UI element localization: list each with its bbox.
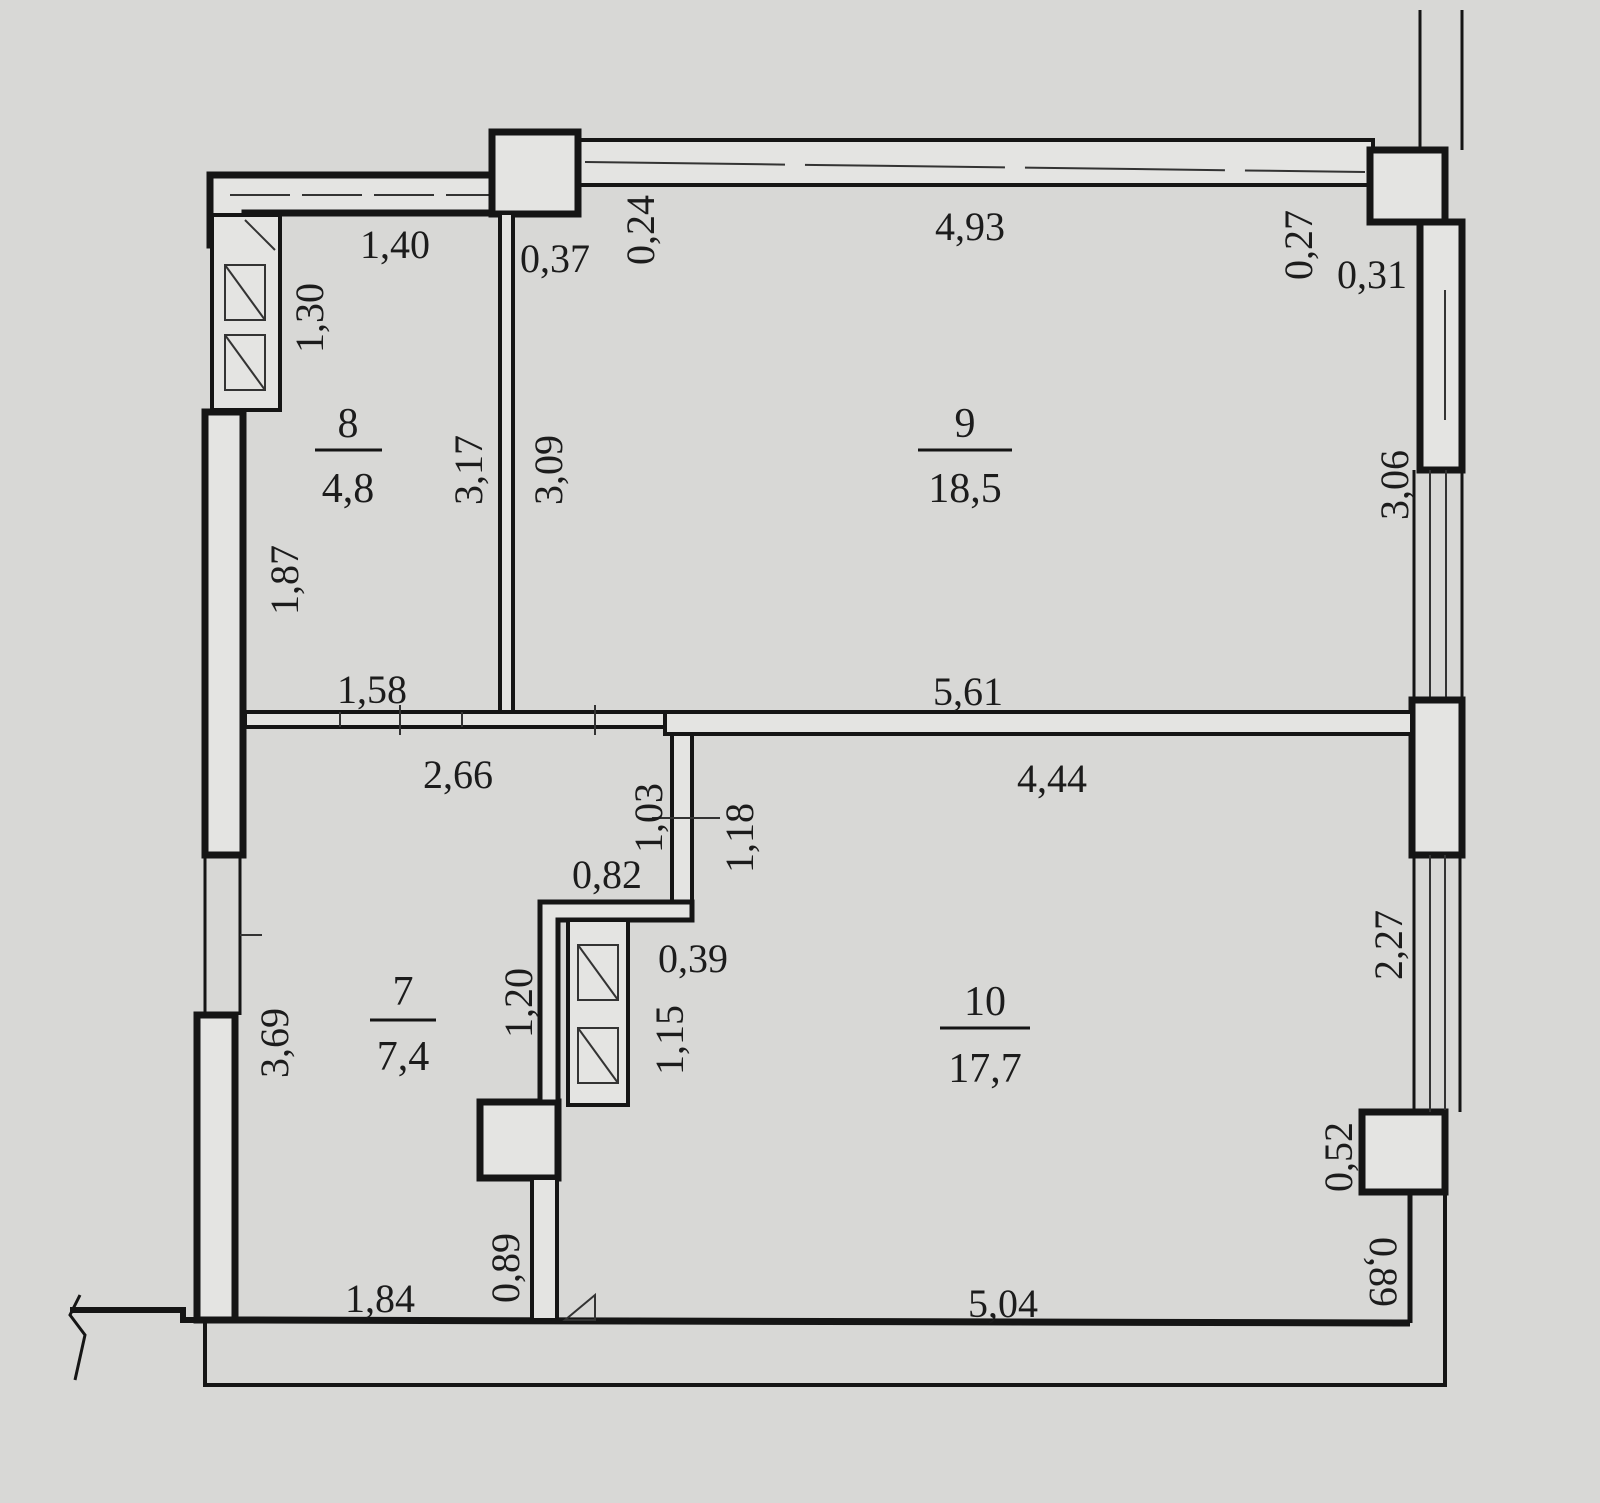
dim-label: 0,27 (1276, 210, 1321, 280)
room-8: 8 4,8 (315, 401, 382, 512)
dim-label: 1,84 (345, 1276, 415, 1321)
column-bottom-right (1358, 1108, 1449, 1196)
dim-label: 0,52 (1316, 1122, 1361, 1192)
dim-label: 1,03 (626, 783, 671, 853)
room-labels: 8 4,8 9 18,5 7 7,4 10 17,7 (315, 401, 1030, 1092)
window-left (203, 855, 262, 1015)
dim-label: 0,39 (658, 936, 728, 981)
break-line (68, 1294, 87, 1381)
dim-label: 1,87 (262, 545, 307, 615)
wall-inner-bottom (236, 1316, 1411, 1327)
wall-top (576, 138, 1375, 187)
room-7: 7 7,4 (370, 969, 436, 1080)
dim-label: 4,44 (1017, 756, 1087, 801)
room-number: 10 (964, 979, 1006, 1025)
dim-label: 1,18 (717, 803, 762, 873)
window-right-lower (1412, 855, 1462, 1112)
room-10: 10 17,7 (940, 979, 1030, 1092)
walls (68, 10, 1466, 1387)
window-right-upper (1412, 470, 1464, 700)
room-number: 9 (955, 401, 976, 447)
partition-8-9 (498, 211, 515, 715)
dim-label: 2,66 (423, 752, 493, 797)
dim-label: 0,89 (1361, 1237, 1406, 1307)
dim-label: 5,61 (933, 669, 1003, 714)
wall-right-middle (1408, 696, 1466, 859)
vent-duct-icons (224, 219, 276, 391)
column-top-left (488, 128, 582, 218)
room-number: 7 (393, 969, 414, 1015)
dimension-labels: 1,40 0,37 0,24 4,93 0,27 0,31 1,30 3,17 … (252, 195, 1417, 1326)
dim-label: 0,82 (572, 852, 642, 897)
room-9: 9 18,5 (918, 401, 1012, 512)
wall-left-lower (193, 1011, 239, 1324)
dim-label: 2,27 (1366, 910, 1411, 980)
dim-label: 4,93 (935, 204, 1005, 249)
partition-8-7 (243, 710, 667, 729)
dim-label: 1,15 (647, 1005, 692, 1075)
dim-label: 1,20 (496, 968, 541, 1038)
dim-label: 0,37 (520, 236, 590, 281)
room-area: 7,4 (377, 1034, 430, 1080)
column-middle (476, 1098, 562, 1182)
dim-label: 0,89 (483, 1233, 528, 1303)
dim-label: 0,31 (1337, 252, 1407, 297)
room-area: 4,8 (322, 466, 375, 512)
wall-left-upper (201, 408, 247, 859)
shaft-wall (537, 899, 695, 1105)
dim-label: 1,30 (287, 283, 332, 353)
room-area: 18,5 (928, 466, 1002, 512)
column-top-right (1366, 146, 1449, 226)
vent-shaft-top (210, 213, 282, 412)
room-area: 17,7 (948, 1046, 1022, 1092)
dim-label: 1,58 (337, 667, 407, 712)
dim-label: 5,04 (968, 1281, 1038, 1326)
dim-label: 1,40 (360, 222, 430, 267)
dim-label: 3,09 (526, 435, 571, 505)
dim-label: 3,69 (252, 1008, 297, 1078)
room-number: 8 (338, 401, 359, 447)
dim-label: 0,24 (618, 195, 663, 265)
wall-right-upper (1416, 218, 1466, 474)
vent-duct-icons-middle (577, 944, 619, 1084)
partition-bottom (530, 1176, 559, 1322)
dim-label: 3,17 (446, 435, 491, 505)
dim-label: 3,06 (1372, 450, 1417, 520)
partition-9-10 (663, 710, 1414, 736)
